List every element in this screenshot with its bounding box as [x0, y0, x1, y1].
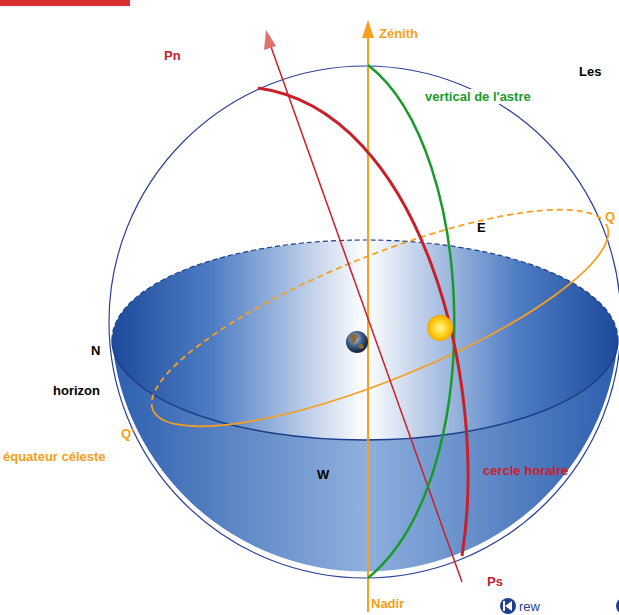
- equator-front: [153, 226, 619, 467]
- zenith-axis: [367, 34, 369, 612]
- top-bar: [0, 0, 130, 6]
- pole-label: Ps: [486, 574, 504, 589]
- rewind-button: [500, 598, 516, 614]
- horizon-label: horizon: [52, 383, 101, 398]
- horizon-plane: [112, 240, 618, 440]
- vertical-label: vertical de l'astre: [424, 89, 532, 104]
- cardinal-label: N: [90, 343, 101, 358]
- next-button: [616, 598, 619, 614]
- cardinal-label: E: [476, 220, 487, 235]
- zenith-arrowhead: [362, 20, 374, 38]
- vertical-circle: [368, 65, 454, 578]
- sun-icon: [427, 315, 453, 341]
- rewind-glyph: [505, 601, 512, 611]
- rewind-bar: [503, 601, 505, 611]
- polar-arrowhead: [264, 30, 276, 50]
- earth-icon: [346, 331, 368, 353]
- nadir-label: Nadir: [370, 596, 405, 611]
- title-fragment: Les: [578, 64, 602, 79]
- polar-axis: [270, 44, 462, 582]
- horizon-back: [112, 240, 618, 340]
- equator-point-label: Q: [604, 209, 616, 224]
- equator-label: équateur céleste: [2, 449, 107, 464]
- equator-point-label: Q': [120, 426, 135, 441]
- hour-circle: [258, 88, 468, 556]
- hour-circle-label: cercle horaire: [482, 463, 569, 478]
- sphere-outline: [109, 66, 619, 578]
- cardinal-label: W: [316, 467, 330, 482]
- earth-land: [350, 334, 364, 349]
- button-label: rew: [518, 599, 541, 614]
- pole-label: Pn: [163, 48, 182, 63]
- zenith-label: Zénith: [378, 26, 419, 41]
